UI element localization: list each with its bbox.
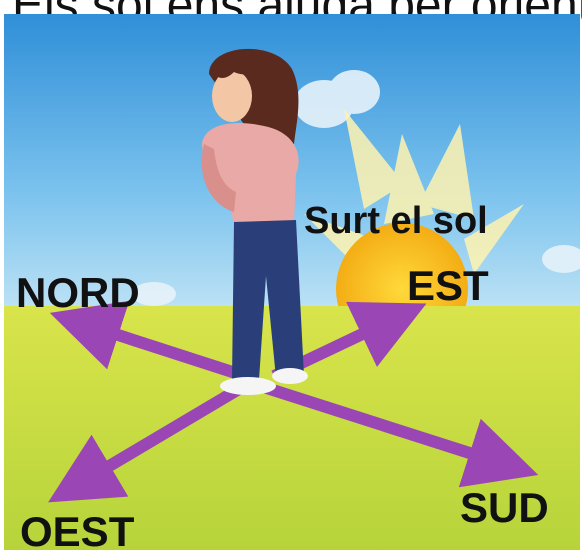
arrow-north [49,300,256,385]
sun-rays-icon [304,109,524,274]
direction-east-label: EST [407,262,489,309]
clouds [132,70,580,306]
arrow-west [48,383,243,503]
direction-north-label: NORD [16,269,140,316]
orientation-illustration: Surt el sol EST NORD SUD OEST [4,14,580,550]
direction-south-label: SUD [460,484,549,531]
girl-figure [201,48,308,395]
scene-drawing [4,14,580,550]
sun-caption: Surt el sol [304,200,488,242]
direction-west-label: OEST [20,508,135,550]
arrow-south [252,378,539,488]
